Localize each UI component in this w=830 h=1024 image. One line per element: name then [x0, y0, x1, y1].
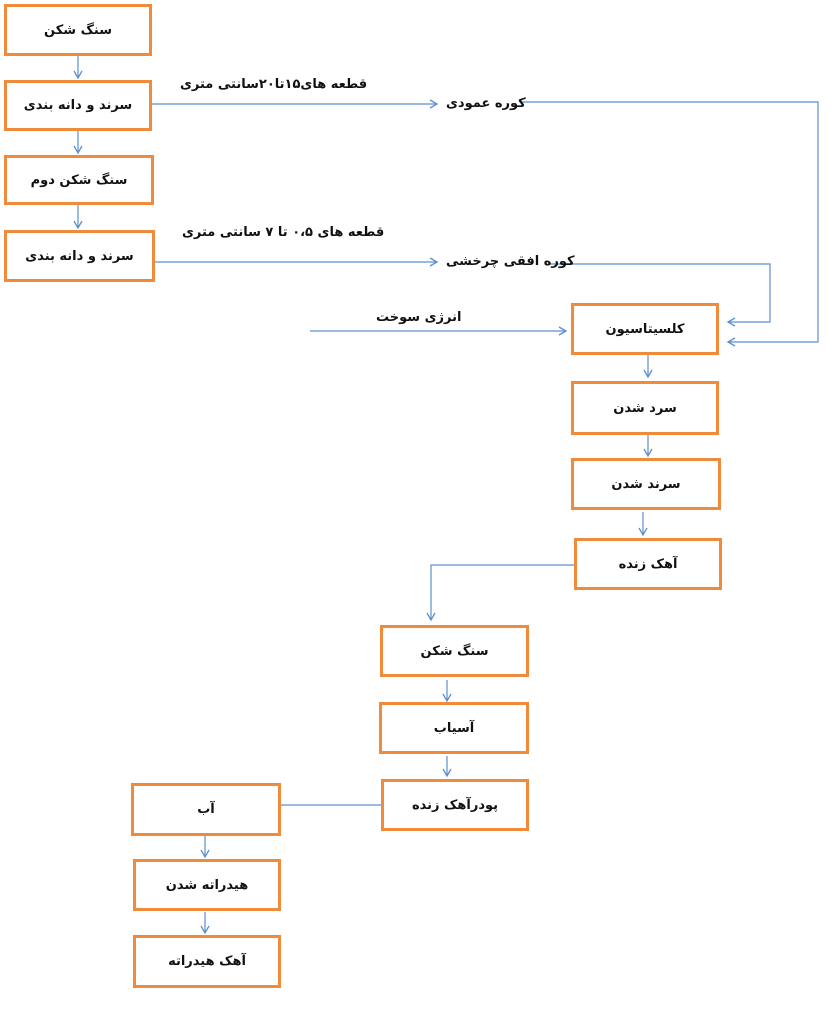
box-screening-grading-2: سرند و دانه بندی: [4, 230, 155, 282]
label-vertical-kiln: کوره عمودی: [446, 96, 526, 111]
box-hydration: هیدراته شدن: [133, 859, 281, 911]
box-calcination: کلسیتاسیون: [571, 303, 719, 355]
label-rotary-kiln: کوره افقی چرخشی: [446, 254, 575, 269]
box-mill: آسیاب: [379, 702, 529, 754]
box-screening: سرند شدن: [571, 458, 721, 510]
arrow-b8-b9: [426, 564, 574, 622]
label-size-15-20: قطعه های۱۵تا۲۰سانتی متری: [180, 77, 368, 92]
label-size-0-5-7: قطعه های ۰،۵ تا ۷ سانتی متری: [182, 225, 385, 240]
box-cooling: سرد شدن: [571, 381, 719, 435]
box-hydrated-lime: آهک هیدراته: [133, 935, 281, 988]
box-second-crusher: سنگ شکن دوم: [4, 155, 154, 205]
box-quicklime: آهک زنده: [574, 538, 722, 590]
line-kiln2-b5: [548, 263, 771, 327]
box-stone-crusher-2: سنگ شکن: [380, 625, 529, 677]
box-quicklime-powder: پودرآهک زنده: [381, 779, 529, 831]
box-screening-grading: سرند و دانه بندی: [4, 80, 152, 131]
box-stone-crusher: سنگ شکن: [4, 4, 152, 56]
line-kiln1-b5: [522, 101, 819, 347]
label-fuel-energy: انرژی سوخت: [376, 310, 462, 325]
box-water: آب: [131, 783, 281, 836]
